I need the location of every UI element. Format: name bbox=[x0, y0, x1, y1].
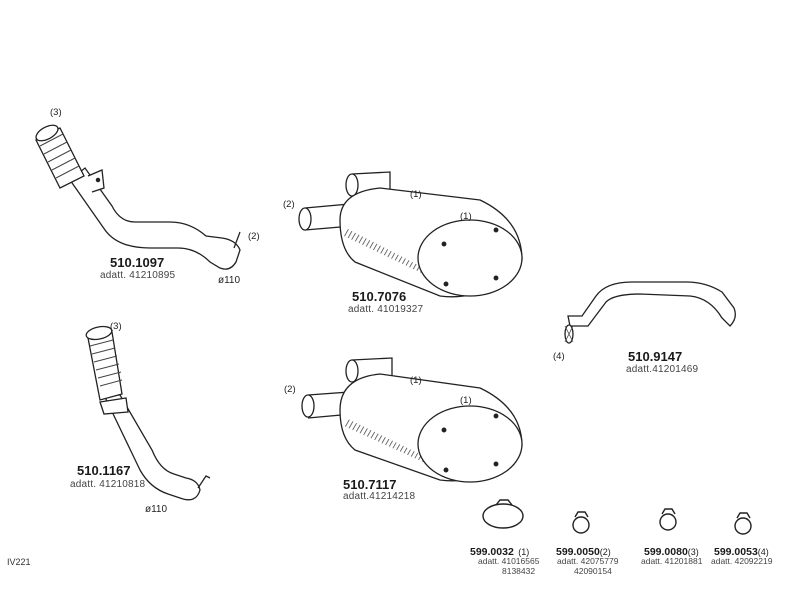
callout-label: (3) bbox=[110, 321, 122, 332]
clamp-599-0053[interactable] bbox=[734, 512, 752, 535]
callout-label: (2) bbox=[283, 199, 295, 210]
part-code[interactable]: 510.1097 bbox=[110, 255, 165, 270]
diameter-label: ø110 bbox=[145, 504, 168, 515]
tail-pipe-510-9147[interactable] bbox=[564, 281, 736, 344]
clamp-adatt: adatt. 41016565 bbox=[478, 556, 540, 566]
flex-section bbox=[35, 124, 85, 189]
flex-section bbox=[85, 325, 123, 401]
clamp-599-0080[interactable] bbox=[659, 508, 677, 531]
callout-label: (3) bbox=[50, 107, 62, 118]
callout-label: (1) bbox=[460, 395, 472, 406]
callout-label: (2) bbox=[284, 384, 296, 395]
part-code[interactable]: 510.7117 bbox=[343, 477, 397, 492]
part-code[interactable]: 510.7076 bbox=[352, 289, 407, 304]
clamp-label[interactable]: 599.0032 (1) bbox=[470, 543, 529, 559]
clamp-adatt: adatt. 42092219 bbox=[711, 556, 773, 566]
part-adatt: adatt. 41210895 bbox=[100, 270, 176, 281]
part-code[interactable]: 510.1167 bbox=[77, 463, 131, 478]
part-code[interactable]: 510.9147 bbox=[628, 349, 683, 364]
diameter-label: ø110 bbox=[218, 275, 241, 286]
clamp-label[interactable]: 599.0080(3) bbox=[644, 543, 699, 559]
silencer-510-7076[interactable] bbox=[298, 171, 523, 298]
clamp-label[interactable]: 599.0050(2) bbox=[556, 543, 611, 559]
callout-label: (4) bbox=[553, 351, 565, 362]
callout-label: (2) bbox=[248, 231, 260, 242]
clamp-code: 599.0053 bbox=[714, 546, 758, 558]
clamp-label[interactable]: 599.0053(4) bbox=[714, 543, 769, 559]
clamp-599-0032[interactable] bbox=[482, 499, 524, 529]
clamp-code: 599.0032 bbox=[470, 546, 514, 558]
part-adatt: adatt. 41019327 bbox=[348, 304, 424, 315]
clamp-note: (4) bbox=[757, 547, 769, 557]
clamp-note: (3) bbox=[687, 547, 699, 557]
front-pipe-510-1167[interactable] bbox=[85, 324, 211, 501]
part-adatt: adatt.41214218 bbox=[343, 491, 416, 502]
clamp-adatt: 42090154 bbox=[574, 566, 612, 576]
part-adatt: adatt. 41210818 bbox=[70, 479, 146, 490]
clamp-599-0050[interactable] bbox=[572, 511, 590, 534]
front-pipe-510-1097[interactable] bbox=[34, 122, 241, 270]
diagram-ref: IV221 bbox=[7, 557, 31, 567]
callout-label: (1) bbox=[410, 189, 422, 200]
clamp-code: 599.0080 bbox=[644, 546, 688, 558]
clamp-code: 599.0050 bbox=[556, 546, 600, 558]
part-adatt: adatt.41201469 bbox=[626, 364, 699, 375]
silencer-510-7117[interactable] bbox=[301, 357, 523, 483]
clamp-adatt: adatt. 41201881 bbox=[641, 556, 703, 566]
clamp-adatt: 8138432 bbox=[502, 566, 536, 576]
callout-label: (1) bbox=[410, 375, 422, 386]
clamp-note: (1) bbox=[518, 547, 530, 557]
callout-label: (1) bbox=[460, 211, 472, 222]
clamp-note: (2) bbox=[599, 547, 611, 557]
clamp-adatt: adatt. 42075779 bbox=[557, 556, 619, 566]
